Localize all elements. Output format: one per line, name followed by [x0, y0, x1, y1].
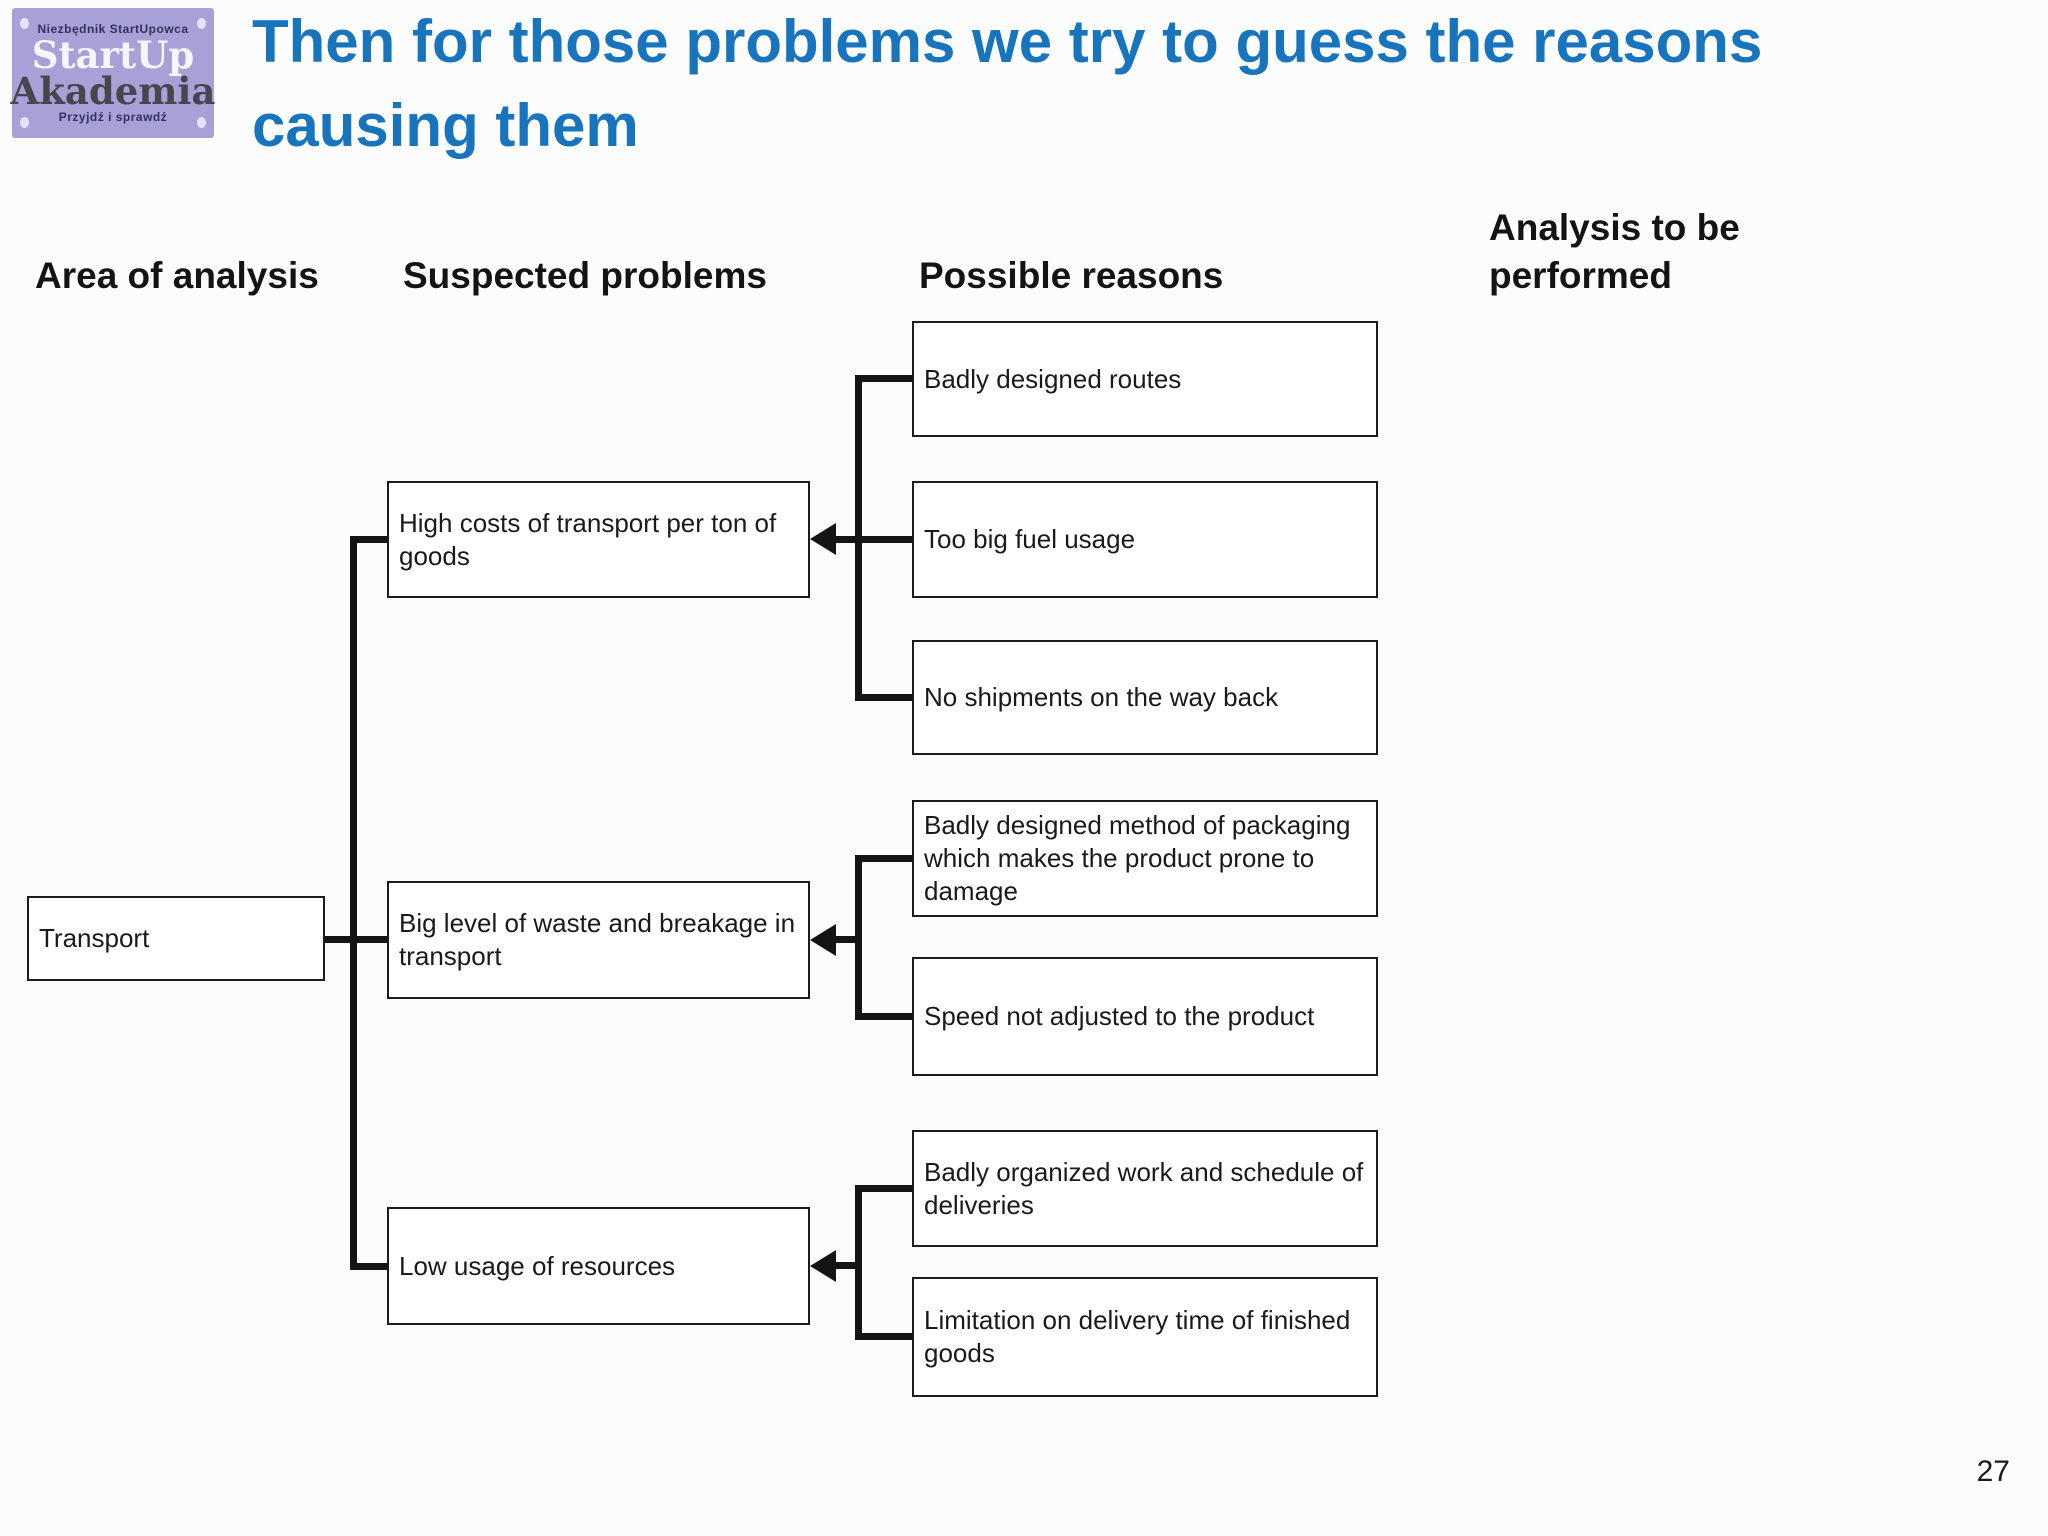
connector-bracket3-to-reason-7	[855, 1333, 914, 1340]
arrowhead-into-problem-3	[810, 1250, 836, 1282]
reason-box-label: Badly designed routes	[924, 363, 1182, 394]
connector-bracket1-to-reason-1	[855, 375, 914, 382]
reason-box-label: No shipments on the way back	[924, 682, 1279, 712]
arrowhead-into-problem-2	[810, 924, 836, 956]
slide-title: Then for those problems we try to guess …	[252, 0, 1762, 168]
column-header-possible-reasons: Possible reasons	[919, 255, 1224, 296]
slide-title-line1: Then for those problems we try to guess …	[252, 8, 1763, 75]
reason-box-label: Limitation on delivery time of finished …	[924, 1305, 1351, 1368]
logo-corner-dot	[20, 18, 29, 29]
page-number: 27	[1976, 1455, 2010, 1488]
logo-top-text: Niezbędnik StartUpowca	[37, 22, 189, 36]
problem-box-label: Big level of waste and breakage in trans…	[399, 908, 796, 971]
column-header-analysis-to-be-performed: Analysis to be performed	[1489, 207, 1740, 296]
reason-box-fuel-usage: Too big fuel usage	[912, 481, 1378, 598]
connector-trunk-to-problem-1	[350, 536, 389, 543]
connector-bracket3-to-reason-6	[855, 1185, 914, 1192]
logo-corner-dot	[20, 117, 29, 128]
logo-main-line2: Akademia	[10, 69, 216, 113]
logo-corner-dot	[197, 18, 206, 29]
area-box-label: Transport	[39, 923, 150, 953]
connector-bracket2-to-reason-5	[855, 1013, 914, 1020]
reason-box-no-shipments-back: No shipments on the way back	[912, 640, 1378, 755]
area-box-transport: Transport	[27, 896, 325, 981]
connector-bracket2-to-reason-4	[855, 855, 914, 862]
logo-corner-dot	[197, 117, 206, 128]
reason-box-label: Badly organized work and schedule of del…	[924, 1156, 1364, 1220]
reason-box-badly-organized-work: Badly organized work and schedule of del…	[912, 1130, 1378, 1247]
logo-main-line1: StartUp	[31, 33, 195, 77]
connector-trunk-to-problem-3	[350, 1263, 389, 1270]
column-header-suspected-problems: Suspected problems	[403, 255, 767, 296]
reason-box-label: Speed not adjusted to the product	[924, 1001, 1315, 1031]
connector-bracket2-to-problem-2	[832, 936, 862, 943]
reason-box-speed-not-adjusted: Speed not adjusted to the product	[912, 957, 1378, 1076]
startup-akademia-logo: Niezbędnik StartUpowca StartUp Akademia …	[10, 8, 216, 138]
problem-box-low-usage: Low usage of resources	[387, 1207, 810, 1325]
reason-box-delivery-time-limitation: Limitation on delivery time of finished …	[912, 1277, 1378, 1397]
connector-transport-to-problem-2	[325, 936, 389, 943]
reason-box-packaging-method: Badly designed method of packaging which…	[912, 800, 1378, 917]
reason-box-badly-designed-routes: Badly designed routes	[912, 321, 1378, 437]
connector-bracket1-to-problem-1	[832, 536, 914, 543]
problem-box-waste-breakage: Big level of waste and breakage in trans…	[387, 881, 810, 999]
reason-box-label: Badly designed method of packaging which…	[924, 810, 1351, 906]
logo-bottom-text: Przyjdź i sprawdź	[58, 110, 168, 124]
connector-bracket3-to-problem-3	[832, 1262, 862, 1269]
reason-box-label: Too big fuel usage	[924, 524, 1136, 554]
column-header-area-of-analysis: Area of analysis	[35, 255, 319, 296]
slide-title-line2: causing them	[252, 92, 639, 159]
problem-box-label: Low usage of resources	[399, 1250, 676, 1281]
connector-bracket1-to-reason-3	[855, 694, 914, 701]
connector-left-trunk	[350, 536, 357, 1270]
problem-box-high-costs: High costs of transport per ton of goods	[387, 481, 810, 598]
problem-box-label: High costs of transport per ton of goods	[399, 507, 777, 571]
arrowhead-into-problem-1	[810, 523, 836, 555]
